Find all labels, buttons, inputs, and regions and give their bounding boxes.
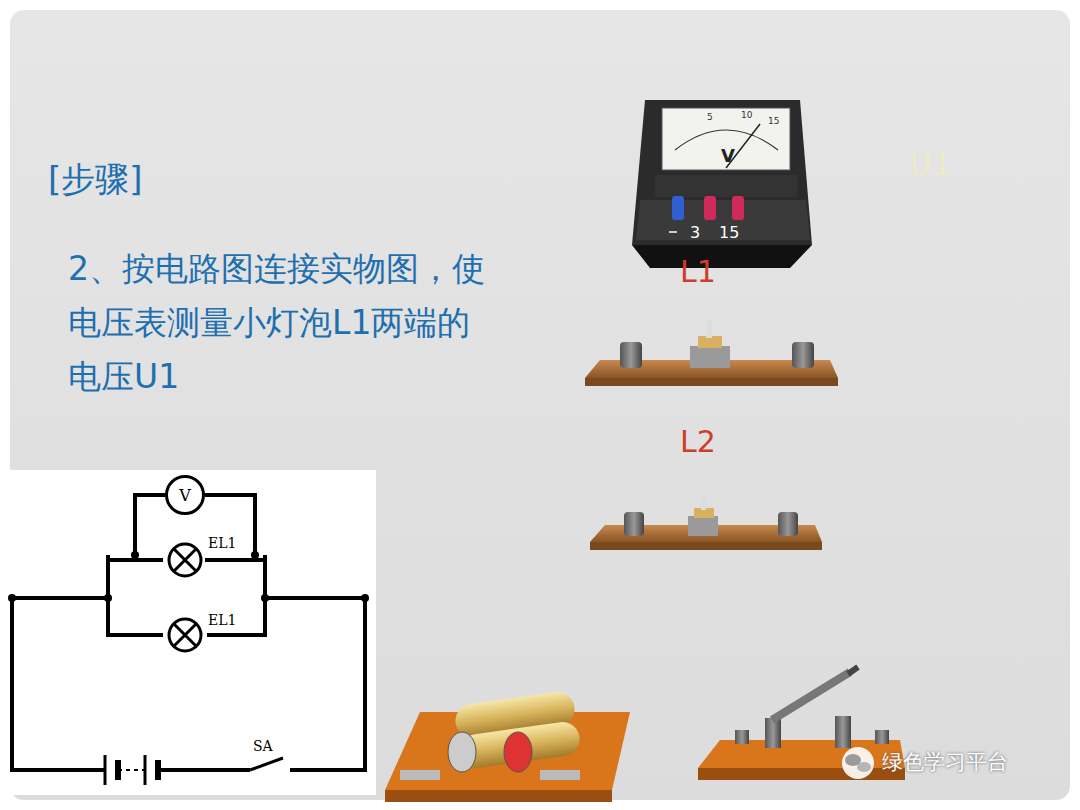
meter-symbol: V	[721, 146, 735, 167]
step-instruction: 2、按电路图连接实物图，使电压表测量小灯泡L1两端的电压U1	[68, 242, 488, 404]
lamp-label: EL1	[208, 612, 236, 628]
scale-number: 15	[768, 116, 779, 126]
meter-symbol: V	[179, 486, 191, 505]
lamp-label: L2	[680, 425, 716, 460]
scale-number: 5	[707, 112, 713, 122]
knife-switch	[698, 667, 905, 780]
voltmeter-illustration	[632, 100, 812, 268]
bulb-board	[590, 494, 822, 550]
bulb-board	[585, 320, 838, 386]
voltage-symbol: U1	[910, 148, 951, 183]
battery-holder	[385, 690, 630, 802]
lamp-label: L1	[680, 255, 716, 290]
meter-circle: V	[165, 475, 205, 515]
terminal-label: 3	[690, 224, 700, 242]
scale-number: 10	[741, 110, 752, 120]
switch-label: SA	[253, 738, 273, 754]
lamp-label: EL1	[208, 535, 236, 551]
terminal-label: 15	[719, 224, 739, 242]
watermark: 绿色学习平台	[882, 750, 1008, 774]
step-heading: [步骤]	[48, 160, 143, 199]
circuit-schematic	[0, 470, 376, 795]
watermark-icon	[842, 747, 874, 779]
